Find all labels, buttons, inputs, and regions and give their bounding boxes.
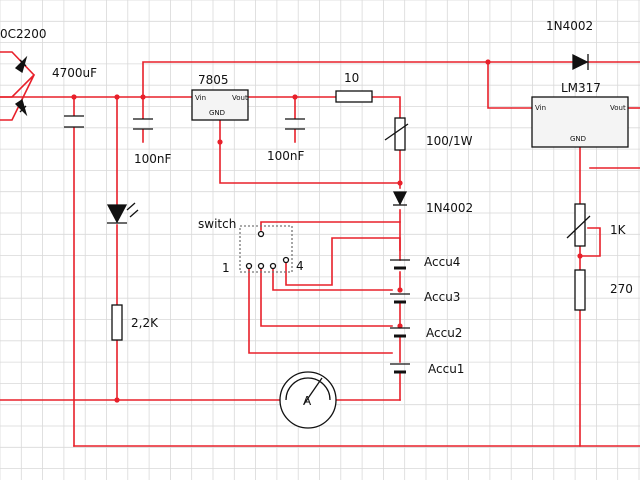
battery-accu3: [390, 293, 410, 304]
label-lm317-vout: Vout: [610, 104, 626, 112]
junction: [397, 287, 403, 293]
capacitor-100nf-b: [285, 118, 305, 130]
bridge-rectifier: [14, 55, 28, 117]
battery-accu4: [390, 259, 410, 270]
potentiometer-100: [394, 117, 406, 151]
label-res-10: 10: [344, 71, 359, 85]
labels: 0C2200 4700uF 7805 Vin Vout GND 100nF 10…: [0, 19, 633, 408]
switch-contacts: [245, 230, 290, 270]
label-lm317-vin: Vin: [535, 104, 546, 112]
diode-1n4002-mid: [392, 191, 408, 206]
label-7805: 7805: [198, 73, 229, 87]
label-lm317: LM317: [561, 81, 601, 95]
label-diode-mid: 1N4002: [426, 201, 473, 215]
label-switch-4: 4: [296, 259, 304, 273]
junction: [397, 323, 403, 329]
wire-sw-accu4: [285, 237, 401, 286]
wire-sw-accu2: [260, 267, 393, 327]
regulator-lm317: [531, 96, 629, 148]
junction: [114, 397, 120, 403]
wire-7805-gnd-loop: [219, 119, 401, 184]
resistor-270: [574, 269, 586, 311]
junction: [485, 59, 491, 65]
junction-dots: [71, 59, 583, 403]
junction: [140, 94, 146, 100]
label-switch-1: 1: [222, 261, 230, 275]
label-7805-vin: Vin: [195, 94, 206, 102]
label-cap-100n-a: 100nF: [134, 152, 172, 166]
components: [14, 53, 629, 429]
junction: [397, 180, 403, 186]
junction: [114, 94, 120, 100]
junction: [217, 139, 223, 145]
junction: [292, 94, 298, 100]
junction: [71, 94, 77, 100]
label-accu3: Accu3: [424, 290, 460, 304]
label-ammeter: A: [303, 394, 312, 408]
label-pot-100: 100/1W: [426, 134, 473, 148]
label-accu2: Accu2: [426, 326, 462, 340]
capacitor-100nf-a: [133, 118, 153, 130]
label-cap-100n-b: 100nF: [267, 149, 305, 163]
regulator-7805: [191, 89, 249, 121]
label-bridge: 0C2200: [0, 27, 47, 41]
wire-sw-common: [260, 221, 401, 231]
switch-box: [239, 225, 293, 273]
diode-1n4002-top: [572, 53, 589, 71]
led: [106, 202, 139, 224]
ammeter-icon: [279, 371, 337, 429]
battery-accu1: [390, 363, 410, 374]
label-pot-1k: 1K: [610, 223, 627, 237]
resistor-2k2: [111, 304, 123, 341]
ammeter-scale: [285, 377, 331, 401]
wire-top-rail: [142, 61, 640, 97]
resistor-10: [335, 90, 373, 103]
wire-res10-to-pot: [371, 96, 401, 119]
wire-sw-accu1: [248, 267, 393, 354]
wire-sw-accu3: [272, 267, 393, 291]
pot-1k-wiper: [566, 215, 591, 239]
capacitor-4700uf: [64, 115, 84, 128]
wire-to-lm317-in: [487, 61, 533, 109]
wire-bridge-loop: [0, 51, 36, 121]
ammeter-needle: [303, 377, 323, 405]
label-res-2k2: 2,2K: [131, 316, 159, 330]
battery-accu2: [390, 327, 410, 338]
label-diode-top: 1N4002: [546, 19, 593, 33]
label-switch: switch: [198, 217, 236, 231]
pot-wiper: [384, 123, 409, 141]
label-cap-4700: 4700uF: [52, 66, 97, 80]
label-lm317-gnd: GND: [570, 135, 586, 143]
label-accu4: Accu4: [424, 255, 460, 269]
label-res-270: 270: [610, 282, 633, 296]
label-7805-gnd: GND: [209, 109, 225, 117]
wire-pot1k-loop: [579, 227, 601, 257]
junction: [577, 253, 583, 259]
label-accu1: Accu1: [428, 362, 464, 376]
label-7805-vout: Vout: [232, 94, 248, 102]
